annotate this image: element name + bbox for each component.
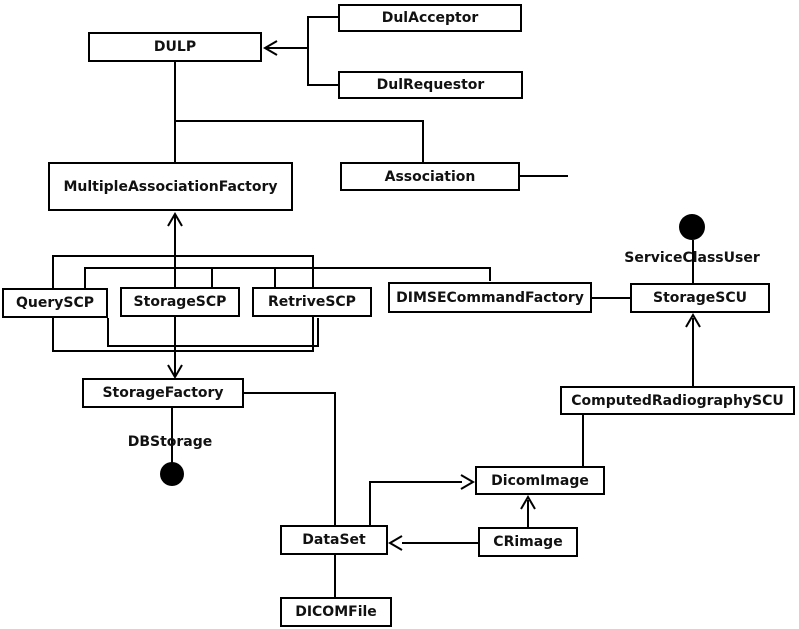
node-dimsecommandfactory: DIMSECommandFactory bbox=[388, 282, 592, 313]
dbstorage-ball-icon bbox=[160, 462, 184, 486]
node-dulacceptor: DulAcceptor bbox=[338, 4, 522, 32]
arrowhead-into-storagescu bbox=[685, 313, 701, 328]
node-queryscp: QuerySCP bbox=[2, 288, 108, 318]
arrowhead-into-maf bbox=[167, 212, 183, 227]
node-retrivescp: RetriveSCP bbox=[252, 287, 372, 317]
arrowhead-into-dicomimage-bottom bbox=[520, 495, 536, 510]
scp-group-bottom-rail bbox=[107, 318, 319, 347]
arrowhead-into-dataset bbox=[388, 535, 403, 551]
node-association: Association bbox=[340, 162, 520, 191]
node-multipleassociationfactory: MultipleAssociationFactory bbox=[48, 162, 293, 211]
node-dulrequestor: DulRequestor bbox=[338, 71, 523, 99]
label-serviceclassuser: ServiceClassUser bbox=[624, 250, 760, 266]
serviceclassuser-ball-icon bbox=[679, 214, 705, 240]
node-storagescu: StorageSCU bbox=[630, 283, 770, 313]
edge-dul-to-dulp bbox=[266, 16, 338, 86]
node-crimage: CRimage bbox=[478, 527, 578, 557]
node-storagescp: StorageSCP bbox=[120, 287, 240, 317]
arrowhead-into-dulp bbox=[263, 40, 278, 56]
arrowhead-into-dicomimage-left bbox=[460, 474, 475, 490]
edge-storagefactory-dataset bbox=[244, 392, 336, 525]
label-dbstorage: DBStorage bbox=[127, 434, 213, 450]
node-dulp: DULP bbox=[88, 32, 262, 62]
node-computedradiographyscu: ComputedRadiographySCU bbox=[560, 386, 795, 415]
node-storagefactory: StorageFactory bbox=[82, 378, 244, 408]
node-dataset: DataSet bbox=[280, 525, 388, 555]
edge-dulp-association bbox=[175, 120, 424, 162]
edge-dataset-dicomimage bbox=[369, 481, 462, 525]
node-dicomfile: DICOMFile bbox=[280, 597, 392, 627]
arrowhead-into-storagefactory bbox=[167, 364, 183, 379]
scp-group-top-rail bbox=[84, 267, 491, 289]
node-dicomimage: DicomImage bbox=[475, 466, 605, 495]
